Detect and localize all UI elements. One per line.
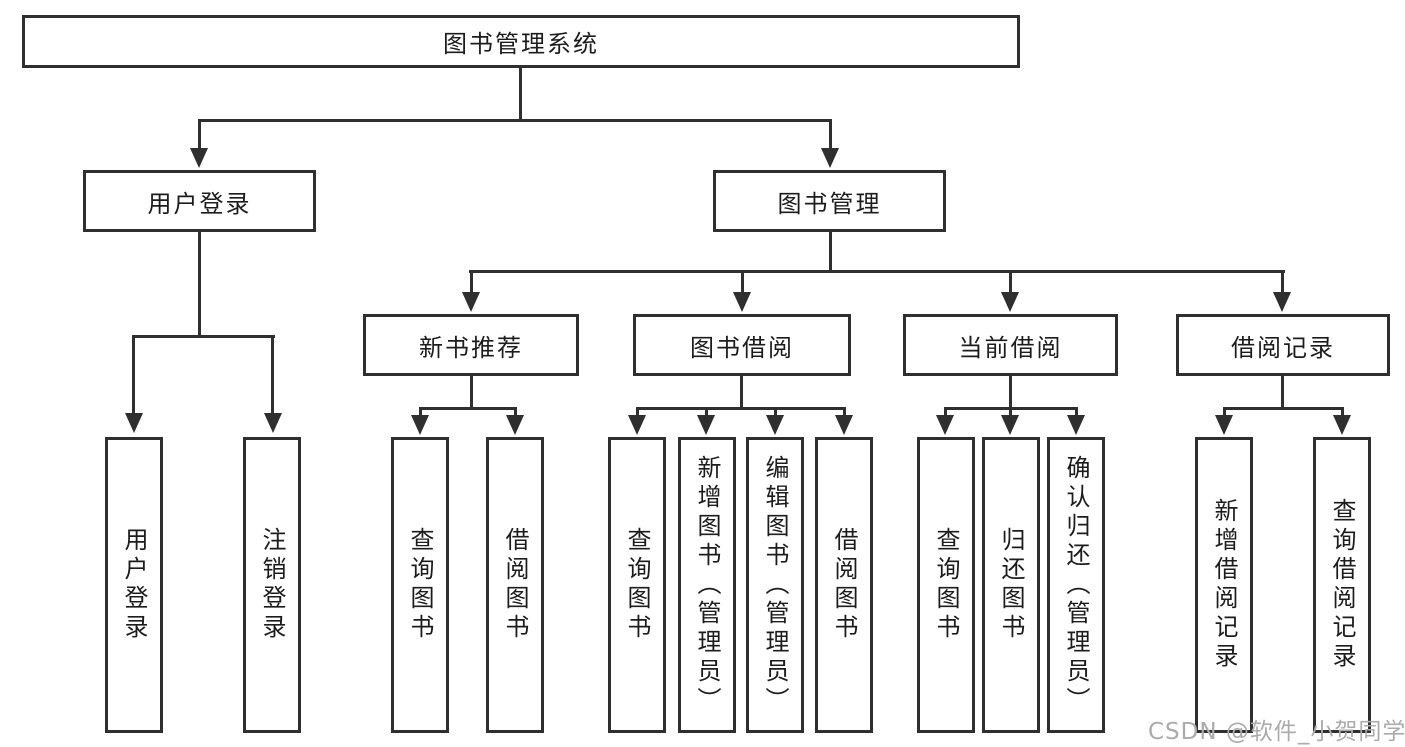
connector-bookborrow-stem-1 <box>636 407 639 417</box>
connector-currentborrow-vline <box>1009 376 1012 409</box>
connector-bookborrow-stem-2 <box>705 407 708 417</box>
connector-bookborrow-vline <box>740 376 743 409</box>
connector-newbooks-stem-1 <box>419 407 422 417</box>
leaf-user-login: 用户登录 <box>105 437 163 733</box>
connector-root-vline <box>519 68 522 121</box>
leaf-query-books-recommend: 查询图书 <box>391 437 449 733</box>
arrowhead-icon <box>835 415 853 435</box>
arrowhead-icon <box>821 148 839 168</box>
connector-userlogin-stem-1 <box>132 335 135 415</box>
node-new-book-recommend: 新书推荐 <box>363 314 579 376</box>
connector-records-stem-2 <box>1341 407 1344 417</box>
arrowhead-icon <box>697 415 715 435</box>
connector-bookmgmt-stem-3 <box>1009 270 1012 294</box>
leaf-logout: 注销登录 <box>243 437 301 733</box>
connector-records-stem-1 <box>1223 407 1226 417</box>
leaf-query-books-borrow: 查询图书 <box>608 437 666 733</box>
connector-userlogin-hline <box>132 335 275 338</box>
leaf-add-books-admin: 新增图书（管理员） <box>678 437 736 733</box>
leaf-query-borrow-record: 查询借阅记录 <box>1313 437 1371 733</box>
arrowhead-icon <box>628 415 646 435</box>
node-book-management: 图书管理 <box>713 170 946 232</box>
leaf-add-borrow-record: 新增借阅记录 <box>1195 437 1253 733</box>
leaf-borrow-books: 借阅图书 <box>815 437 873 733</box>
arrowhead-icon <box>125 413 143 433</box>
node-library-system: 图书管理系统 <box>22 15 1020 68</box>
arrowhead-icon <box>936 415 954 435</box>
arrowhead-icon <box>1001 292 1019 312</box>
arrowhead-icon <box>264 413 282 433</box>
connector-bookmgmt-stem-1 <box>470 270 473 294</box>
connector-root-stem-left <box>198 119 201 150</box>
arrowhead-icon <box>1273 292 1291 312</box>
connector-userlogin-stem-2 <box>271 335 274 415</box>
arrowhead-icon <box>1333 415 1351 435</box>
arrowhead-icon <box>190 148 208 168</box>
leaf-query-books-current: 查询图书 <box>917 437 975 733</box>
connector-bookmgmt-hline <box>469 270 1285 273</box>
node-borrow-records: 借阅记录 <box>1176 314 1390 376</box>
leaf-edit-books-admin: 编辑图书（管理员） <box>746 437 804 733</box>
connector-bookmgmt-stem-2 <box>741 270 744 294</box>
arrowhead-icon <box>411 415 429 435</box>
arrowhead-icon <box>733 292 751 312</box>
connector-currentborrow-stem-1 <box>944 407 947 417</box>
arrowhead-icon <box>506 415 524 435</box>
connector-bookmgmt-vline <box>829 232 832 273</box>
arrowhead-icon <box>1067 415 1085 435</box>
connector-records-hline <box>1223 407 1344 410</box>
connector-currentborrow-stem-2 <box>1009 407 1012 417</box>
connector-currentborrow-stem-3 <box>1075 407 1078 417</box>
connector-records-vline <box>1281 376 1284 409</box>
leaf-return-books: 归还图书 <box>982 437 1040 733</box>
node-user-login: 用户登录 <box>83 170 316 232</box>
arrowhead-icon <box>766 415 784 435</box>
connector-bookborrow-stem-4 <box>843 407 846 417</box>
arrowhead-icon <box>462 292 480 312</box>
leaf-confirm-return-admin: 确认归还（管理员） <box>1047 437 1105 733</box>
node-current-borrow: 当前借阅 <box>903 314 1118 376</box>
arrowhead-icon <box>1001 415 1019 435</box>
leaf-borrow-books-recommend: 借阅图书 <box>486 437 544 733</box>
watermark: CSDN @软件_小贺同学 <box>1148 719 1405 745</box>
connector-root-stem-right <box>829 119 832 150</box>
connector-root-hline <box>198 119 832 122</box>
connector-newbooks-stem-2 <box>514 407 517 417</box>
connector-userlogin-vline <box>198 232 201 338</box>
node-book-borrow: 图书借阅 <box>633 314 851 376</box>
connector-newbooks-hline <box>419 407 517 410</box>
connector-bookmgmt-stem-4 <box>1281 270 1284 294</box>
connector-bookborrow-stem-3 <box>774 407 777 417</box>
connector-bookborrow-hline <box>636 407 846 410</box>
arrowhead-icon <box>1215 415 1233 435</box>
connector-newbooks-vline <box>470 376 473 409</box>
